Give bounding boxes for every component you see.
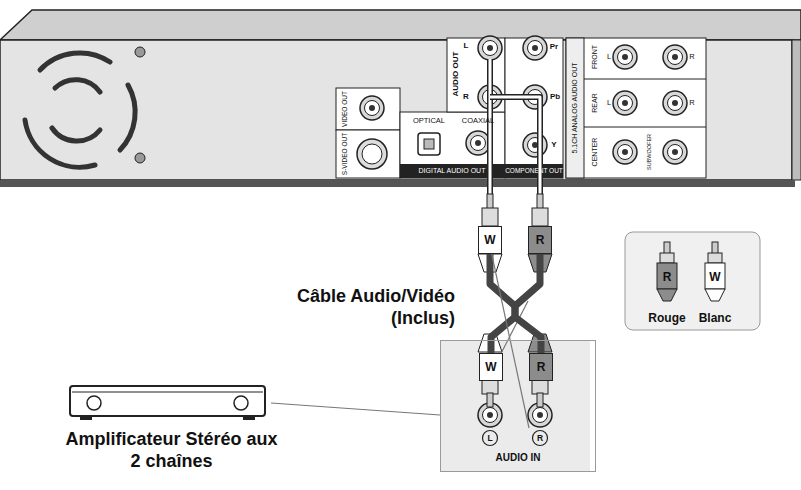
leader-line [490, 246, 529, 428]
optical-port [424, 139, 434, 149]
legend-box [625, 232, 760, 330]
plug-collar [532, 380, 548, 394]
rca-jack [663, 45, 687, 69]
rca-jack [613, 140, 637, 164]
plug-body [657, 263, 677, 289]
plug-boot [705, 289, 725, 301]
channel-label: L [487, 434, 492, 443]
channel-ring [483, 431, 498, 446]
plug-letter: R [536, 233, 545, 247]
cable-label: Câble Audio/Vidéo (Inclus) [275, 286, 455, 329]
plug-white: W [479, 353, 503, 381]
rear-face [0, 40, 792, 180]
plug-letter: W [484, 233, 495, 247]
divider [584, 127, 706, 128]
rca-jack [613, 45, 637, 69]
rca-jack [663, 140, 687, 164]
rca-jack [360, 96, 384, 120]
port-label: COAXIAL [462, 117, 495, 125]
plug-tip [487, 393, 493, 407]
plug-letter: W [485, 360, 496, 374]
optical-port [418, 133, 440, 155]
channel-label: Pb [550, 93, 560, 101]
port-group-label: 5.1CH ANALOG AUDIO OUT [571, 62, 578, 153]
fan-vent [25, 53, 135, 167]
plug-red: R [529, 353, 553, 381]
port-group-label: DIGITAL AUDIO OUT [419, 167, 486, 174]
legend-text: Blanc [699, 311, 732, 325]
rca-jack [663, 91, 687, 115]
s-video-port [357, 139, 387, 169]
rca-jack [613, 91, 637, 115]
divider [584, 79, 706, 80]
component-out-strip [505, 164, 563, 178]
amplifier-device [60, 383, 275, 423]
plug-boot [657, 289, 677, 301]
plug-white: W [478, 226, 502, 254]
channel-label: R [463, 93, 469, 101]
video-out-box [336, 88, 400, 130]
plug-lead [490, 97, 540, 194]
panel-title: AUDIO IN [441, 452, 595, 463]
plug-lead [490, 97, 540, 194]
plug-collar [660, 253, 674, 263]
channel-label: L [607, 99, 611, 107]
channel-label: CENTER [591, 138, 598, 167]
analog-5-1-side [566, 38, 584, 178]
amplifier: Amplificateur Stéréo aux 2 chaînes [60, 383, 283, 483]
legend-text: Rouge [648, 311, 685, 325]
plug-letter: R [663, 271, 672, 284]
plug-collar [532, 208, 548, 226]
screw [135, 47, 145, 57]
channel-label: R [689, 53, 694, 61]
rca-jack [478, 36, 502, 60]
audio-out-box [447, 38, 505, 112]
port-label: AUDIO OUT [452, 52, 460, 97]
rca-jack [523, 133, 547, 157]
port-group-label: COMPONENT OUT [505, 168, 563, 175]
plug-collar [482, 380, 498, 394]
base-strip [0, 180, 795, 187]
channel-label: SUBWOOFER [647, 134, 653, 170]
channel-label: FRONT [591, 45, 598, 69]
port-label: VIDEO OUT [342, 91, 349, 127]
channel-label: R [689, 99, 694, 107]
rca-jack [523, 36, 547, 60]
plug-letter: W [709, 271, 720, 284]
leader-line [271, 403, 440, 415]
channel-label: R [537, 434, 543, 443]
plug-letter: R [537, 360, 546, 374]
plug-body [705, 263, 725, 289]
plug-red: R [528, 226, 552, 254]
s-video-box [336, 130, 400, 178]
screw [135, 153, 145, 163]
side-edge [792, 40, 801, 180]
channel-label: Pr [550, 43, 558, 51]
cable [515, 254, 541, 353]
s-video-port [362, 144, 382, 164]
port-label: OPTICAL [413, 117, 445, 125]
plug-lead [489, 59, 492, 194]
audio-in-panel: AUDIO IN W R [440, 340, 596, 472]
device-caption: Amplificateur Stéréo aux 2 chaînes [60, 429, 283, 472]
top-bevel [0, 10, 801, 40]
channel-label: L [607, 53, 611, 61]
channel-ring [533, 431, 548, 446]
plug-collar [708, 253, 722, 263]
channel-label: Y [551, 141, 556, 149]
rca-jack [466, 131, 490, 155]
channel-label: REAR [591, 93, 598, 112]
plug-tip [712, 242, 718, 254]
plug-tip [537, 393, 543, 407]
port-label: S-VIDEO OUT [342, 133, 349, 175]
plug-tip [664, 242, 670, 254]
plug-lead [487, 59, 493, 194]
analog-5-1-box [566, 38, 706, 178]
channel-label: L [464, 42, 469, 50]
plug-collar [482, 208, 498, 226]
